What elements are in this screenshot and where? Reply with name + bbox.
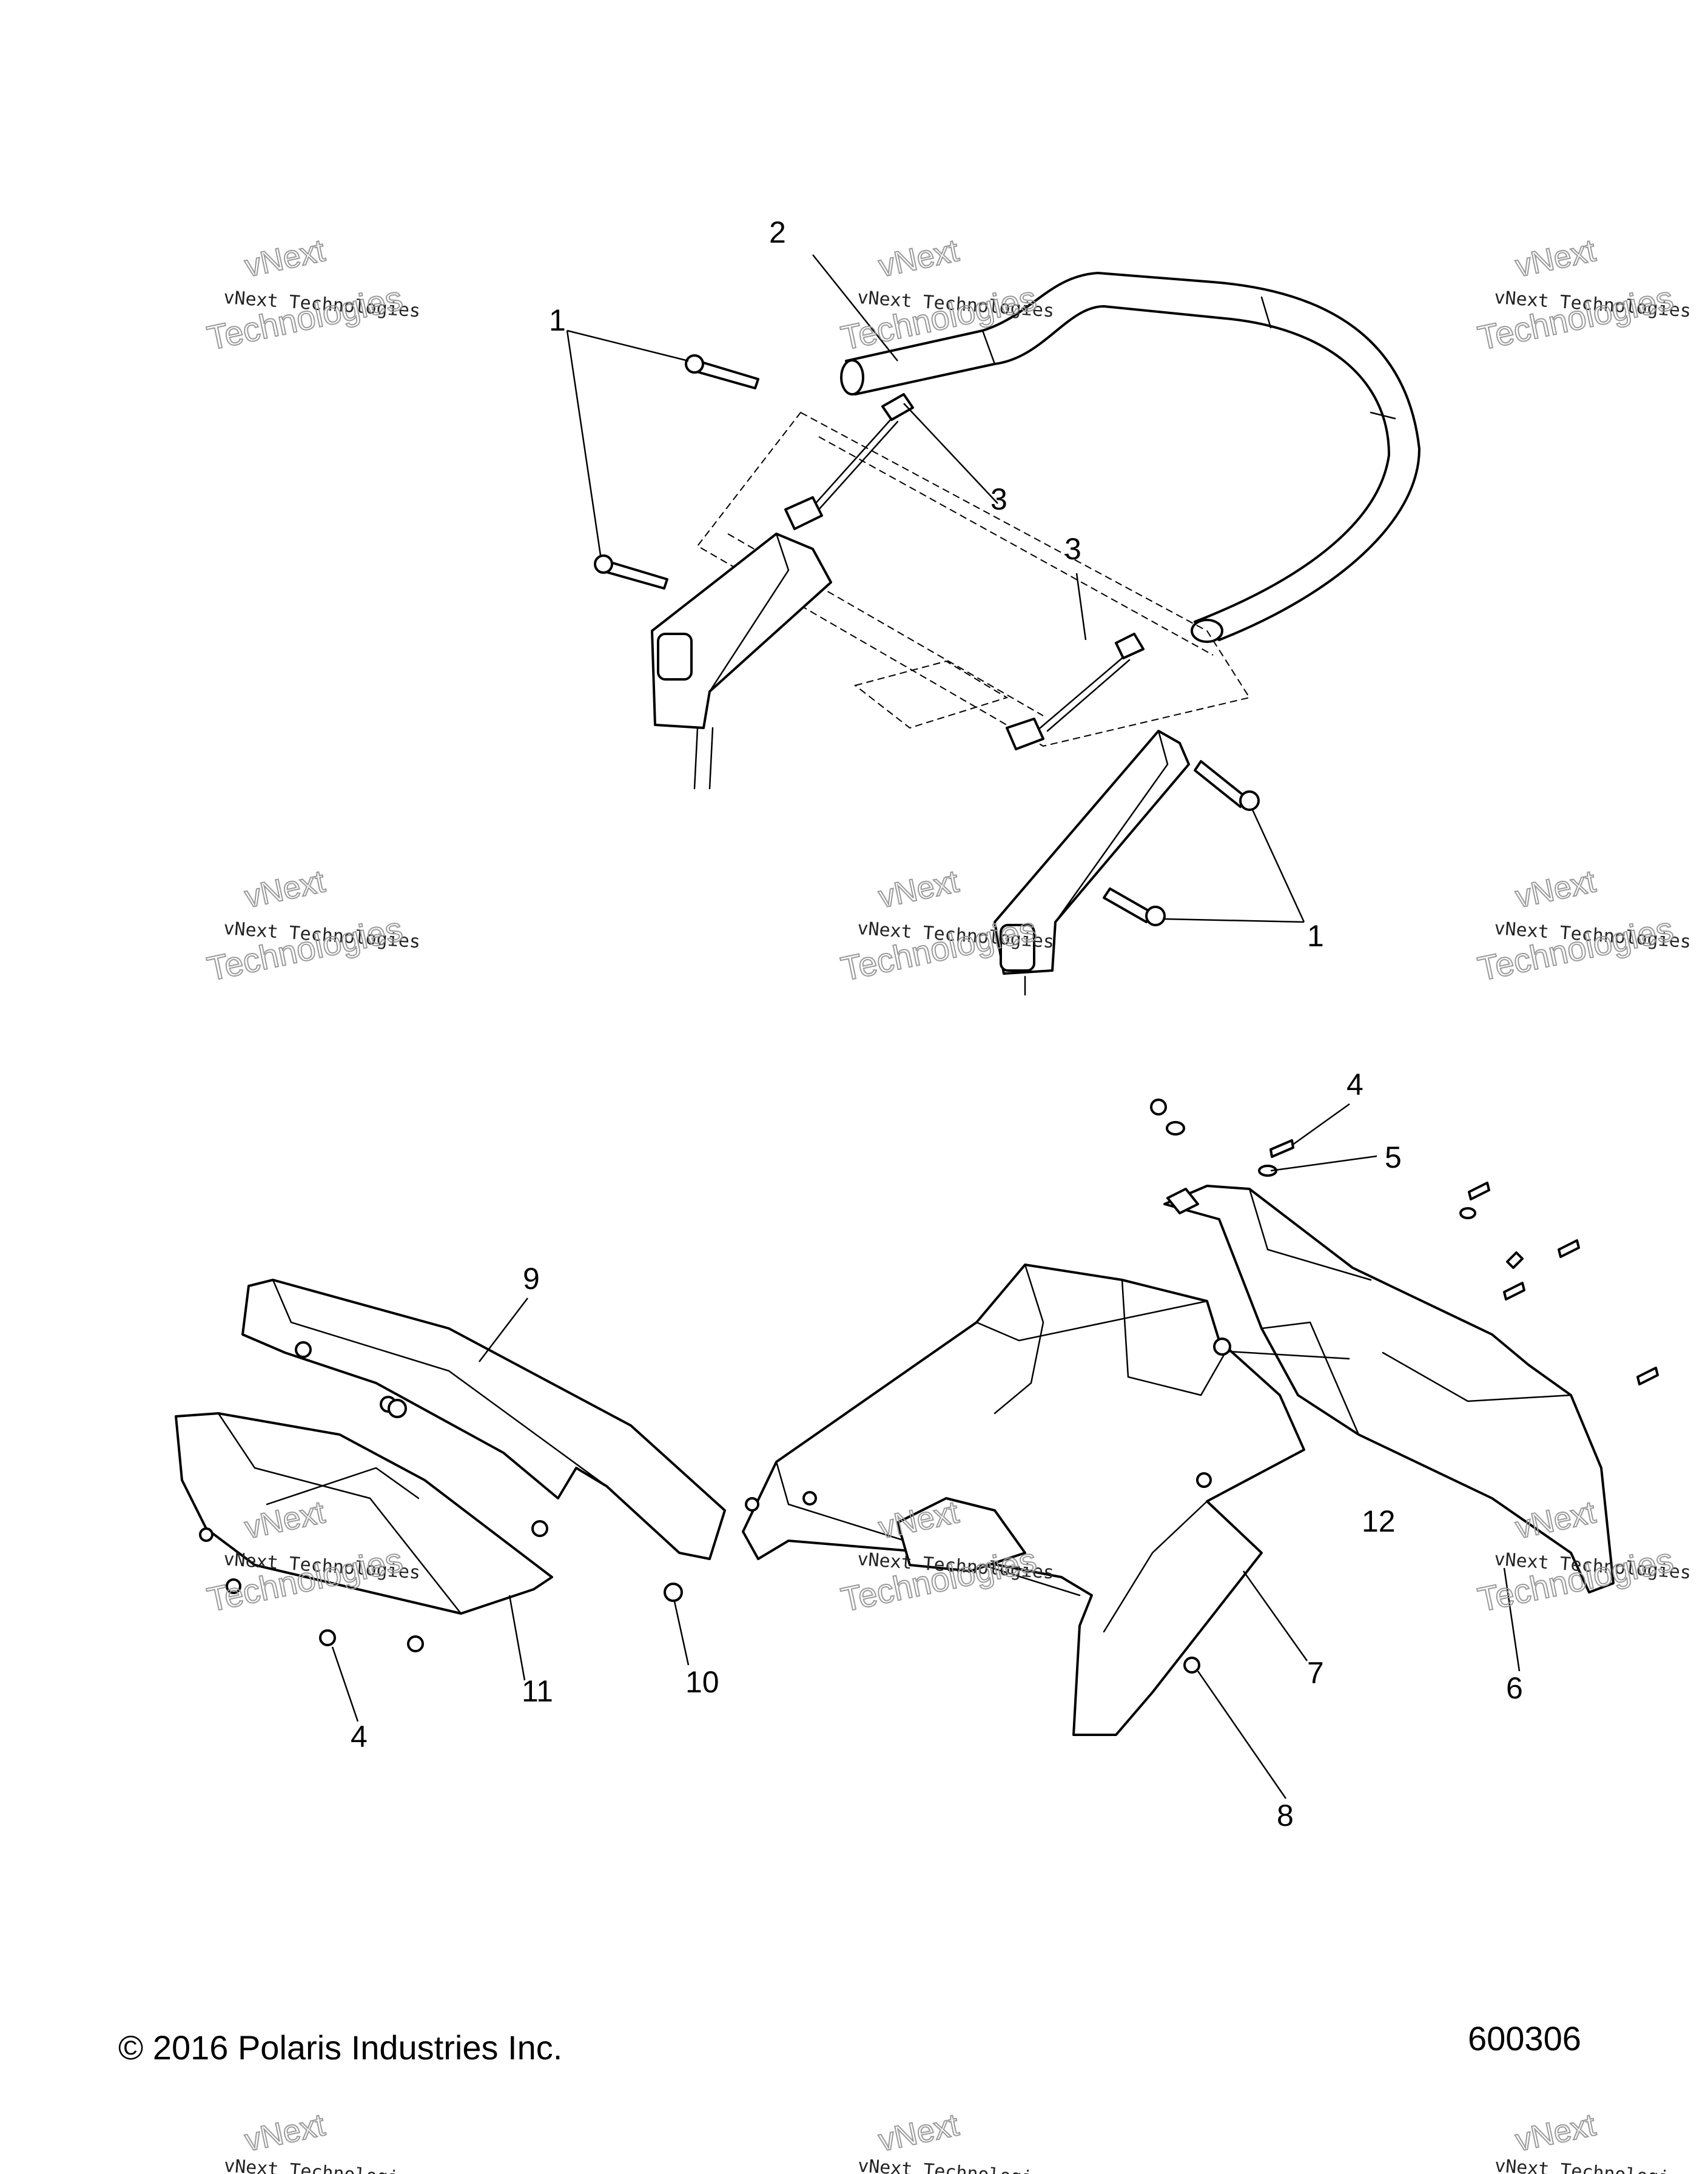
callout-labels: 1 2 3 3 1 4 5 9 12 7 6 11 10 4 8	[351, 215, 1523, 1832]
watermark-vnext: vNext	[876, 864, 963, 915]
watermark-r1-c1: vNext vNext Technologies Technologies	[203, 232, 421, 358]
leader-7	[1242, 1570, 1308, 1661]
leader-6	[1503, 1567, 1521, 1672]
watermark-vnext: vNext	[242, 233, 329, 284]
leader-11	[508, 1595, 526, 1681]
leader-10	[673, 1601, 690, 1666]
panel-9	[241, 1279, 726, 1560]
watermark-company: vNext Technologies	[857, 2155, 1055, 2174]
left-bracket	[651, 533, 832, 790]
harness-right	[1006, 633, 1145, 750]
callout-1-lower-right: 1	[1307, 919, 1324, 953]
callout-3-right: 3	[1064, 532, 1081, 566]
watermark-vnext: vNext	[242, 864, 329, 915]
leader-2	[812, 254, 898, 362]
panel-6	[1163, 1185, 1615, 1593]
callout-4-upper: 4	[1347, 1068, 1363, 1102]
leader-5	[1270, 1155, 1377, 1172]
fasteners	[199, 1099, 1659, 1674]
panel-11	[175, 1412, 553, 1615]
watermark-r2-c3: vNext vNext Technologies Technologies	[1474, 863, 1692, 989]
leader-4-lower	[331, 1646, 359, 1722]
leader-9	[479, 1297, 528, 1362]
leader-4-upper	[1291, 1103, 1350, 1146]
watermark-r4-c1: vNext vNext Technologies	[223, 2107, 422, 2174]
watermarks: vNext vNext Technologies Technologies vN…	[203, 232, 1692, 2174]
watermark-vnext: vNext	[876, 2107, 963, 2158]
bolt-lower-right	[1103, 887, 1166, 926]
callout-5: 5	[1385, 1140, 1402, 1174]
harness-left	[784, 393, 914, 530]
leader-1-left-a	[567, 329, 689, 362]
callout-12: 12	[1362, 1504, 1396, 1538]
callout-4-lower: 4	[351, 1720, 368, 1754]
leader-8	[1197, 1671, 1287, 1799]
watermark-r1-c3: vNext vNext Technologies Technologies	[1474, 232, 1692, 358]
callout-9: 9	[523, 1262, 540, 1296]
callout-8: 8	[1277, 1799, 1294, 1832]
watermark-vnext: vNext	[876, 233, 963, 284]
callout-3-left: 3	[990, 482, 1007, 516]
leader-1-left-b	[566, 330, 602, 556]
bolt-upper-right	[1194, 760, 1260, 811]
copyright: © 2016 Polaris Industries Inc.	[118, 2028, 562, 2067]
leader-3-left	[903, 403, 998, 504]
leader-1-right-a	[1251, 809, 1305, 923]
leader-3-right	[1075, 573, 1087, 641]
callout-1-upper-left: 1	[549, 303, 566, 337]
callout-10: 10	[685, 1665, 719, 1699]
center-cover-7	[742, 1264, 1305, 1736]
watermark-vnext: vNext	[1513, 2107, 1599, 2158]
callout-6: 6	[1506, 1671, 1523, 1705]
watermark-r4-c3: vNext vNext Technologies	[1494, 2107, 1692, 2174]
callout-11: 11	[522, 1674, 553, 1708]
watermark-r3-c3: vNext vNext Technologies Technologies	[1474, 1494, 1692, 1620]
upper-assembly	[566, 254, 1421, 996]
watermark-company: vNext Technologies	[223, 2155, 422, 2174]
watermark-vnext: vNext	[1513, 864, 1599, 915]
bolt-lower-left	[594, 554, 668, 590]
watermark-vnext: vNext	[1513, 233, 1599, 284]
bolt-upper-left	[685, 354, 759, 389]
watermark-r4-c2: vNext vNext Technologies	[857, 2107, 1055, 2174]
leader-1-right-b	[1164, 918, 1305, 923]
right-bracket	[994, 730, 1190, 996]
callout-7: 7	[1307, 1656, 1324, 1690]
watermark-r2-c1: vNext vNext Technologies Technologies	[203, 863, 421, 989]
lower-assembly	[175, 1099, 1659, 1799]
watermark-company: vNext Technologies	[1494, 2155, 1692, 2174]
callout-2: 2	[769, 215, 786, 249]
leader-12	[1228, 1350, 1350, 1360]
watermark-vnext: vNext	[242, 2107, 329, 2158]
figure-number: 600306	[1468, 2019, 1581, 2058]
